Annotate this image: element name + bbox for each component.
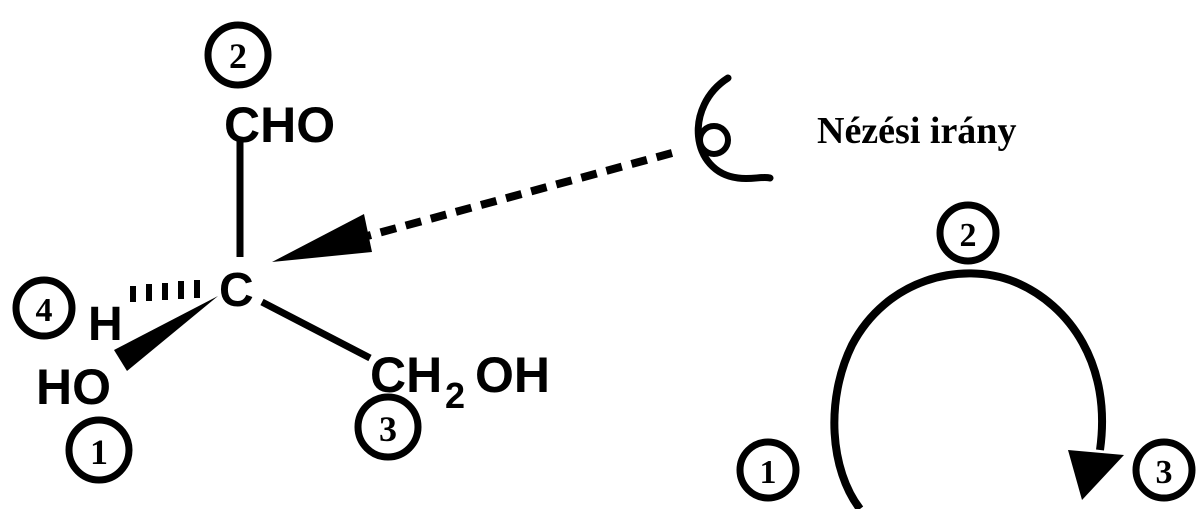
eye-pupil <box>697 123 731 157</box>
viewing-direction-label: Nézési irány <box>817 110 1016 152</box>
cho-label: CHO <box>224 97 335 153</box>
svg-text:3: 3 <box>1156 454 1173 491</box>
svg-text:2: 2 <box>229 36 247 76</box>
priority-circle-h: 4 <box>12 276 76 340</box>
ch2-label: CH <box>370 347 442 403</box>
rotation-arc <box>830 269 1107 509</box>
carbon-label: C <box>219 264 254 317</box>
viewing-direction-arrow <box>358 149 674 242</box>
eye-icon <box>694 74 774 183</box>
svg-text:4: 4 <box>36 292 53 329</box>
priority-circle-ch2oh: 3 <box>354 393 422 461</box>
svg-text:3: 3 <box>379 409 397 449</box>
priority-circle-ho: 1 <box>65 416 133 484</box>
h-label: H <box>88 298 123 351</box>
bond-c-ch2oh <box>260 298 372 362</box>
ch2-subscript: 2 <box>445 375 465 416</box>
hashed-bond-c-h <box>130 280 200 302</box>
priority-circle-cho: 2 <box>204 21 272 89</box>
rotation-circle-1: 1 <box>736 438 800 502</box>
rotation-arrowhead <box>1068 450 1124 500</box>
wedge-bond-c-oh <box>114 296 218 371</box>
svg-text:1: 1 <box>90 432 108 472</box>
svg-text:2: 2 <box>960 217 977 254</box>
rotation-circle-2: 2 <box>936 201 1000 265</box>
ho-label: HO <box>36 359 111 415</box>
svg-text:1: 1 <box>760 454 777 491</box>
rotation-circle-3: 3 <box>1132 438 1196 502</box>
viewing-arrowhead <box>272 214 372 262</box>
oh-label: OH <box>475 347 550 403</box>
